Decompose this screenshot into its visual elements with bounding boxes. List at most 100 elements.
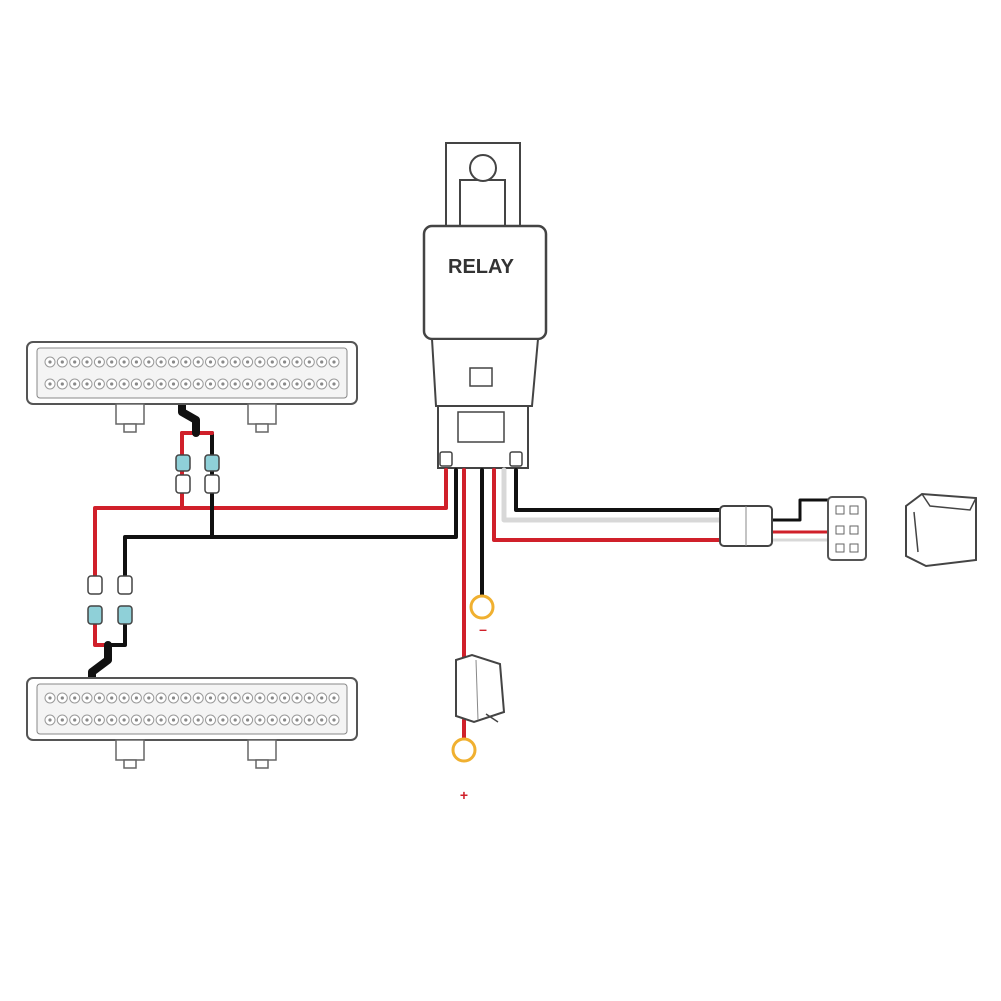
- battery-terminal: +: [451, 737, 477, 803]
- led-core: [196, 360, 200, 364]
- led-core: [97, 382, 101, 386]
- wire-black-lights: [123, 468, 458, 582]
- led-core: [48, 718, 52, 722]
- led-core: [184, 360, 188, 364]
- lower-connector-black: [117, 575, 133, 625]
- led-core: [85, 696, 89, 700]
- led-core: [332, 718, 336, 722]
- ring-terminal-icon: [469, 594, 495, 620]
- led-core: [208, 382, 213, 386]
- lower-light-bar-lens: [36, 683, 348, 735]
- led-core: [307, 382, 311, 386]
- led-core: [307, 718, 311, 722]
- lower-light-bar-leds: [44, 692, 340, 726]
- led-core: [184, 718, 188, 722]
- negative-terminal-label: –: [479, 621, 487, 637]
- connectors: [87, 454, 220, 625]
- led-core: [283, 382, 287, 386]
- lower-light-bar: [26, 677, 358, 769]
- led-core: [171, 382, 176, 386]
- upper-light-bar-bracket-left: [115, 403, 145, 433]
- wire-lower-black: [106, 623, 127, 647]
- led-core: [233, 718, 237, 722]
- upper-light-bar-lens: [36, 347, 348, 399]
- led-core: [48, 360, 52, 364]
- led-core: [110, 360, 114, 364]
- relay-mount-hole: [469, 154, 497, 182]
- led-core: [246, 718, 250, 722]
- led-core: [97, 360, 101, 364]
- led-core: [295, 718, 299, 722]
- ground-terminal: –: [469, 594, 495, 637]
- led-core: [85, 360, 89, 364]
- led-core: [60, 382, 64, 386]
- led-core: [283, 696, 287, 700]
- led-core: [270, 696, 274, 700]
- led-core: [246, 696, 250, 700]
- led-core: [283, 360, 287, 364]
- led-core: [233, 696, 237, 700]
- wire-lower-pigtail: [88, 641, 112, 686]
- led-core: [221, 696, 225, 700]
- led-core: [221, 382, 225, 386]
- led-core: [159, 696, 163, 700]
- led-core: [122, 696, 126, 700]
- rocker-switch-back[interactable]: [827, 496, 867, 561]
- led-core: [208, 696, 213, 700]
- led-core: [134, 382, 138, 386]
- led-core: [147, 718, 151, 722]
- fuse-holder-icon: [455, 653, 506, 724]
- led-core: [320, 696, 324, 700]
- led-core: [110, 718, 114, 722]
- led-core: [159, 360, 163, 364]
- led-core: [85, 382, 89, 386]
- ring-terminal-icon: [451, 737, 477, 763]
- led-core: [159, 718, 163, 722]
- led-core: [171, 360, 176, 364]
- led-core: [320, 718, 324, 722]
- relay-socket-latch: [469, 367, 493, 387]
- led-core: [295, 696, 299, 700]
- rocker-switch-icon[interactable]: [905, 492, 977, 568]
- led-core: [295, 382, 299, 386]
- led-core: [184, 696, 188, 700]
- upper-light-bar: [26, 341, 358, 433]
- led-core: [171, 696, 176, 700]
- led-core: [184, 382, 188, 386]
- led-core: [134, 718, 138, 722]
- wire-red-switch: [492, 468, 724, 542]
- led-core: [134, 696, 138, 700]
- led-core: [307, 360, 311, 364]
- led-core: [258, 696, 262, 700]
- led-core: [295, 360, 299, 364]
- led-core: [258, 718, 262, 722]
- led-core: [48, 382, 52, 386]
- led-core: [233, 360, 237, 364]
- wire-lower-red: [93, 623, 110, 647]
- wire-black-switch: [514, 468, 724, 512]
- lower-light-bar-bracket-left: [115, 739, 145, 769]
- led-core: [60, 696, 64, 700]
- led-core: [110, 382, 114, 386]
- led-core: [73, 382, 77, 386]
- upper-connector-red: [175, 454, 191, 494]
- switch-harness-plug: [719, 505, 773, 547]
- led-core: [208, 360, 213, 364]
- relay-harness-inner: [457, 411, 505, 443]
- led-core: [122, 360, 126, 364]
- led-core: [246, 360, 250, 364]
- upper-light-bar-leds: [44, 356, 340, 390]
- led-core: [258, 360, 262, 364]
- led-core: [110, 696, 114, 700]
- led-core: [332, 360, 336, 364]
- led-core: [320, 360, 324, 364]
- led-core: [208, 718, 213, 722]
- led-core: [332, 696, 336, 700]
- lower-connector-red: [87, 575, 103, 625]
- relay-body: [422, 224, 548, 341]
- led-core: [60, 718, 64, 722]
- led-core: [221, 718, 225, 722]
- led-core: [147, 696, 151, 700]
- led-core: [85, 718, 89, 722]
